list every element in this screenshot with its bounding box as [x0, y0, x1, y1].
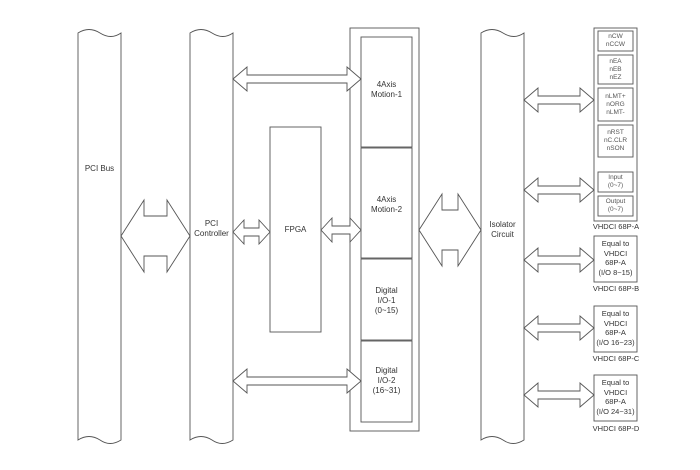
conn-a-group-3: nLMT+ nORG nLMT- — [605, 93, 626, 116]
connector-b-box — [593, 235, 638, 283]
arrow-modules-isolator — [418, 192, 482, 268]
conn-a-box-1 — [597, 30, 634, 52]
conn-a-box-3 — [597, 87, 634, 122]
arrow-isolator-conn-b — [523, 247, 595, 273]
arrow-isolator-conn-a-2 — [523, 177, 595, 203]
fpga-block — [269, 126, 322, 333]
motion2-block — [360, 147, 413, 259]
isolator-block — [480, 29, 525, 444]
conn-a-group-2: nEA nEB nEZ — [609, 58, 622, 81]
pci-controller-label: PCI Controller — [194, 219, 229, 238]
arrow-fpga-motion2 — [320, 216, 362, 244]
conn-a-group-4: nRST nC.CLR nSON — [603, 129, 628, 152]
isolator-label: Isolator Circuit — [489, 220, 516, 239]
conn-a-group-6: Output (0~7) — [605, 198, 626, 213]
dio1-label: Digital I/O-1 (0~15) — [374, 286, 399, 315]
arrow-isolator-conn-a-1 — [523, 87, 595, 113]
arrow-controller-fpga — [232, 218, 271, 246]
conn-a-box-5 — [597, 171, 634, 193]
conn-a-group-5: Input (0~7) — [607, 174, 624, 189]
connector-d-caption: VHDCI 68P-D — [592, 424, 640, 433]
arrow-isolator-conn-d — [523, 382, 595, 408]
motion1-label: 4Axis Motion-1 — [370, 80, 403, 99]
pci-bus-label: PCI Bus — [84, 164, 115, 173]
dio2-label: Digital I/O-2 (16~31) — [372, 366, 401, 395]
dio1-block — [360, 258, 413, 341]
connector-c-label: Equal to VHDCI 68P-A (I/O 16~23) — [596, 309, 635, 347]
connector-b-caption: VHDCI 68P-B — [592, 284, 640, 293]
dio2-block — [360, 340, 413, 423]
connector-b-label: Equal to VHDCI 68P-A (I/O 8~15) — [598, 239, 633, 277]
pci-bus-block — [77, 29, 122, 444]
conn-a-box-4 — [597, 124, 634, 158]
connector-c-box — [593, 305, 638, 353]
connector-a-caption: VHDCI 68P-A — [592, 222, 640, 231]
pci-controller-block — [189, 29, 234, 444]
fpga-label: FPGA — [284, 225, 307, 234]
motion2-label: 4Axis Motion-2 — [370, 195, 403, 214]
connector-d-box — [593, 374, 638, 422]
arrow-controller-dio2 — [232, 368, 362, 394]
arrow-bus-controller — [120, 198, 191, 274]
conn-a-group-1: nCW nCCW — [605, 33, 626, 48]
conn-a-box-2 — [597, 54, 634, 85]
connector-d-label: Equal to VHDCI 68P-A (I/O 24~31) — [596, 378, 635, 416]
arrow-isolator-conn-c — [523, 315, 595, 341]
connector-c-caption: VHDCI 68P-C — [592, 354, 640, 363]
motion1-block — [360, 36, 413, 148]
arrow-controller-motion1 — [232, 66, 362, 92]
conn-a-box-6 — [597, 195, 634, 217]
